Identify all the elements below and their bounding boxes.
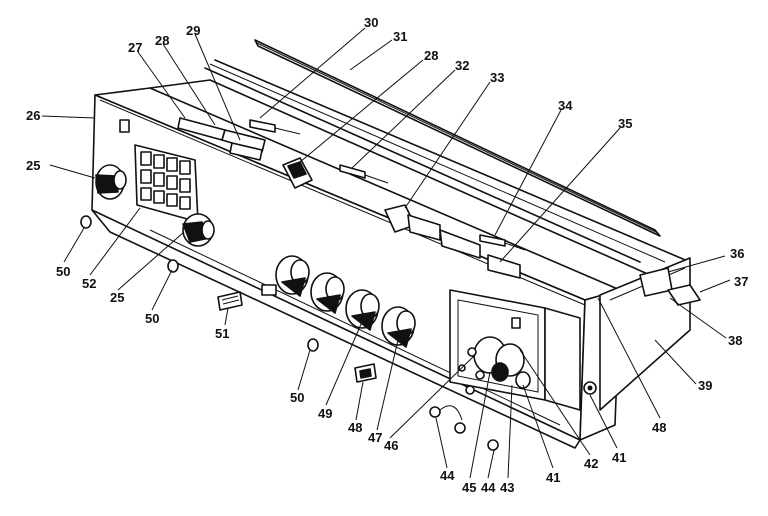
lamp-50b	[167, 259, 179, 273]
callout-51: 51	[215, 326, 229, 341]
wire-clip-34	[479, 234, 526, 251]
callout-49: 49	[318, 406, 332, 421]
selector-knob-lower	[182, 213, 215, 247]
selector-knob-upper	[95, 164, 127, 200]
callout-44: 44	[440, 468, 455, 483]
callout-25: 25	[26, 158, 40, 173]
callout-50: 50	[56, 264, 70, 279]
callout-26: 26	[26, 108, 40, 123]
timer-module	[449, 289, 581, 411]
program-knob-2	[310, 272, 345, 314]
callout-35: 35	[618, 116, 632, 131]
callout-32: 32	[455, 58, 469, 73]
lamp-50c	[307, 338, 319, 352]
relay-block-33	[384, 204, 521, 279]
switch-41	[583, 381, 597, 395]
leader-lines	[41, 27, 731, 479]
callout-52: 52	[82, 276, 96, 291]
clip-37	[667, 284, 701, 306]
callout-labels: 26 27 28 29 30 31 28 32 33 34 35 36 37 3…	[26, 15, 748, 495]
callout-43: 43	[500, 480, 514, 495]
callout-42: 42	[584, 456, 598, 471]
callout-29: 29	[186, 23, 200, 38]
callout-47: 47	[368, 430, 382, 445]
callout-28: 28	[155, 33, 169, 48]
lamp-50a	[80, 215, 92, 229]
callout-50-second: 50	[145, 311, 159, 326]
callout-30: 30	[364, 15, 378, 30]
callout-44-second: 44	[481, 480, 496, 495]
callout-45: 45	[462, 480, 476, 495]
callout-25-second: 25	[110, 290, 124, 305]
panel-slot	[119, 119, 130, 133]
switch-component-29	[229, 142, 263, 161]
program-knob-1	[275, 255, 310, 297]
wire-clip-32	[339, 164, 389, 184]
callout-33: 33	[490, 70, 504, 85]
callout-39: 39	[698, 378, 712, 393]
switch-48	[354, 363, 377, 383]
callout-34: 34	[558, 98, 573, 113]
indicator-window	[261, 284, 277, 296]
top-rail	[254, 39, 661, 237]
callout-41-second: 41	[612, 450, 626, 465]
callout-36: 36	[730, 246, 744, 261]
callout-48-second: 48	[652, 420, 666, 435]
callout-27: 27	[128, 40, 142, 55]
callout-38: 38	[728, 333, 742, 348]
program-knob-4	[381, 306, 416, 348]
rear-channel	[204, 59, 691, 263]
callout-41: 41	[546, 470, 560, 485]
callout-48: 48	[348, 420, 362, 435]
bracket-28	[282, 157, 313, 189]
callout-31: 31	[393, 29, 407, 44]
callout-50-third: 50	[290, 390, 304, 405]
wire-clip-30	[249, 119, 301, 135]
callout-46: 46	[384, 438, 398, 453]
push-button-switch-bank	[134, 144, 199, 223]
program-knob-3	[345, 289, 380, 331]
callout-37: 37	[734, 274, 748, 289]
callout-28-second: 28	[424, 48, 438, 63]
connector-51	[217, 291, 243, 311]
grommets-44	[429, 405, 499, 451]
